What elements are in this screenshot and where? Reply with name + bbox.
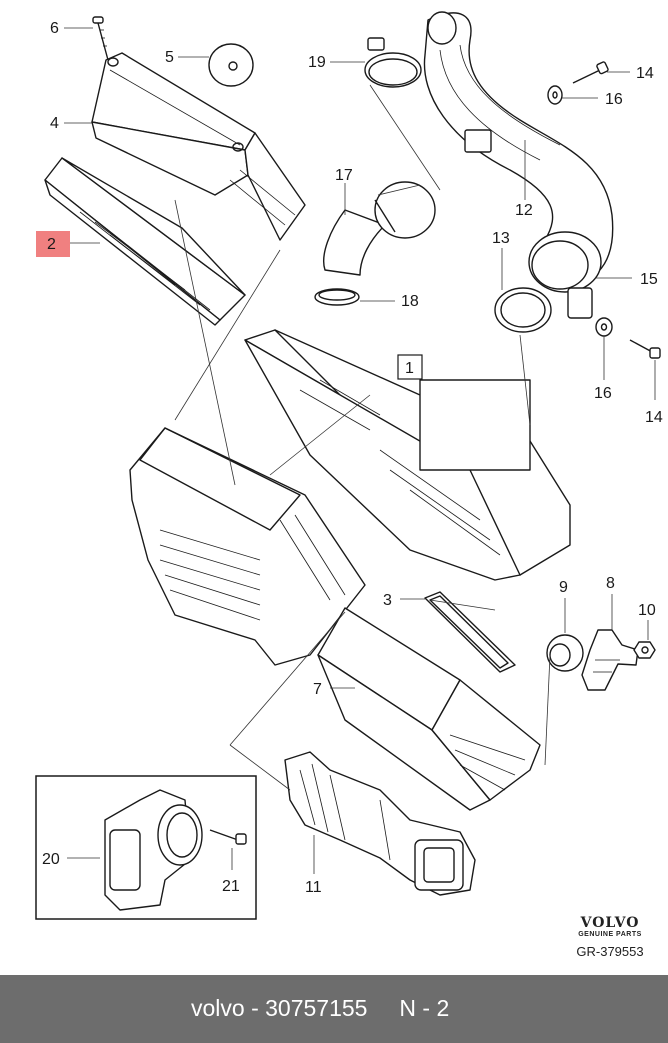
part-16-washer-top — [547, 85, 563, 105]
callout-8: 8 — [606, 575, 615, 592]
part-16-washer-bottom — [595, 317, 613, 337]
callout-16-bottom: 16 — [594, 385, 612, 402]
callout-6: 6 — [50, 20, 59, 37]
callout-labels: 6 5 4 2 19 17 18 12 13 14 16 15 16 14 1 … — [42, 20, 663, 896]
callout-20: 20 — [42, 851, 60, 868]
exploded-parts-diagram: 6 5 4 2 19 17 18 12 13 14 16 15 16 14 1 … — [35, 11, 663, 920]
callout-17: 17 — [335, 167, 353, 184]
part-21-screw — [209, 829, 247, 845]
part-11-intake-duct — [284, 751, 476, 896]
part-3-gasket — [424, 591, 516, 673]
inset-throttle-body — [35, 775, 257, 920]
part-8-bracket — [581, 629, 639, 691]
callout-5: 5 — [165, 49, 174, 66]
part-2-filter-element — [44, 157, 246, 326]
callout-4: 4 — [50, 115, 59, 132]
genuine-parts-label: GENUINE PARTS — [578, 931, 642, 938]
callout-1: 1 — [405, 360, 414, 377]
part-9-grommet — [546, 634, 584, 672]
callout-3: 3 — [383, 592, 392, 609]
callout-19: 19 — [308, 54, 326, 71]
part-13-hose-connector — [494, 231, 602, 333]
callout-11: 11 — [305, 879, 322, 896]
callout-1-box — [397, 354, 423, 380]
volvo-logo: VOLVO — [580, 915, 640, 931]
reference-code: GR-379553 — [576, 944, 644, 959]
callout-14-bottom: 14 — [645, 409, 663, 426]
callout-13: 13 — [492, 230, 510, 247]
callout-7: 7 — [313, 681, 322, 698]
part-10-nut — [633, 641, 656, 659]
callout-9: 9 — [559, 579, 568, 596]
part-19-clamp — [364, 37, 422, 88]
leader-lines — [64, 27, 656, 874]
part-14-bolt-top — [572, 61, 609, 84]
part-18-clamp — [314, 288, 360, 306]
part-12-intake-hose — [423, 11, 614, 273]
callout-2: 2 — [47, 236, 56, 253]
part-6-screw — [92, 16, 109, 61]
part-17-hose-elbow — [323, 181, 436, 276]
callout-16-top: 16 — [605, 91, 623, 108]
part-4-filter-cover — [91, 52, 306, 241]
part-20-throttle-body — [104, 789, 203, 911]
footer-bar: volvo - 30757155 N - 2 — [0, 975, 668, 1043]
part-1-housing-assembly — [129, 329, 571, 666]
callout-21: 21 — [222, 878, 240, 895]
callout-14-top: 14 — [636, 65, 654, 82]
callout-18: 18 — [401, 293, 419, 310]
footer-part-number: volvo - 30757155 N - 2 — [191, 995, 450, 1021]
callout-12: 12 — [515, 202, 533, 219]
part-7-resonator — [317, 607, 541, 811]
callout-10: 10 — [638, 602, 656, 619]
callout-2-highlight — [36, 231, 70, 257]
callout-15: 15 — [640, 271, 658, 288]
part-14-bolt-bottom — [629, 339, 661, 359]
part-5-cap — [208, 43, 254, 87]
